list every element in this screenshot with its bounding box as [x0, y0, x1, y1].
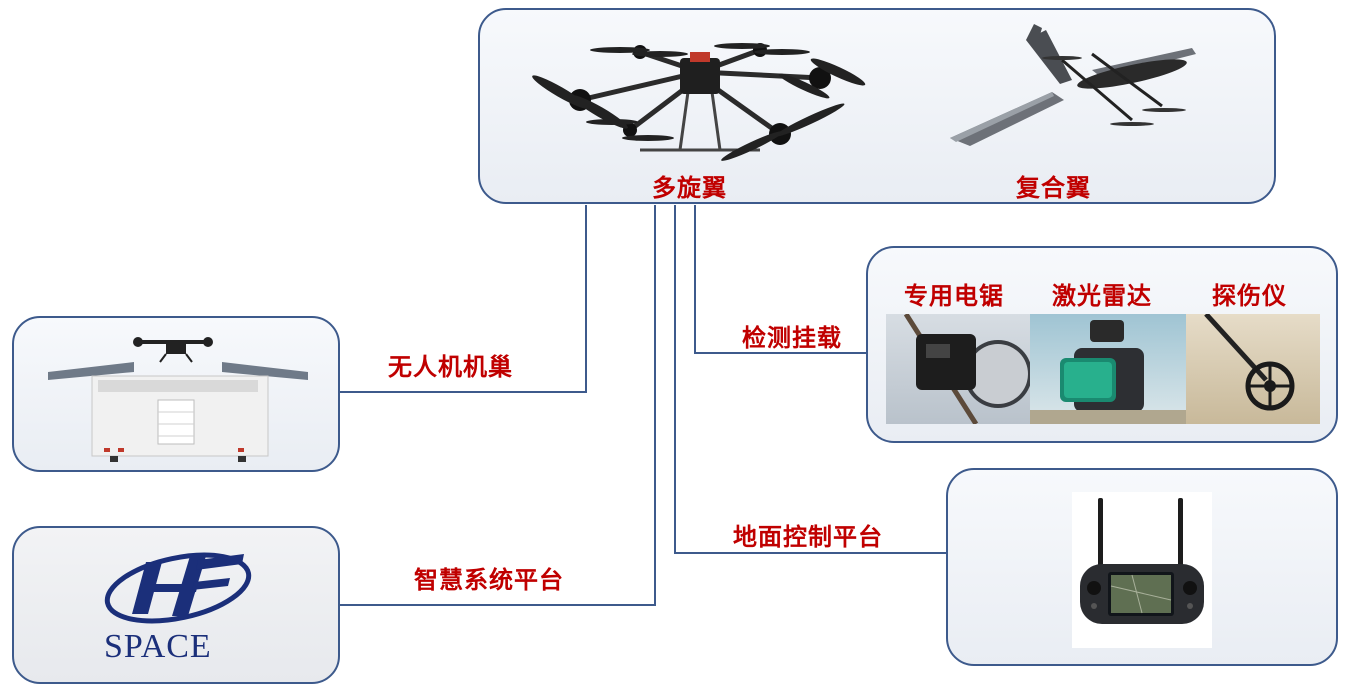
uav-box: 多旋翼 复合翼 — [478, 8, 1276, 204]
payload-title: 检测挂载 — [742, 324, 842, 352]
payload-item-flaw-detector-label: 探伤仪 — [1212, 282, 1287, 310]
payload-item-lidar-label: 激光雷达 — [1052, 282, 1152, 310]
ground-title: 地面控制平台 — [733, 523, 883, 551]
ground-controller-image — [1072, 492, 1212, 648]
line-to-platform — [340, 205, 656, 606]
hf-logo-icon — [104, 552, 252, 624]
flaw-detector-image — [1186, 314, 1320, 424]
line-to-ground — [674, 205, 946, 554]
nest-box — [12, 316, 340, 472]
saw-image — [886, 314, 1030, 424]
payload-box: 专用电锯 激光雷达 探伤仪 — [866, 246, 1338, 443]
lidar-image — [1030, 314, 1186, 424]
hybrid-wing-label: 复合翼 — [1016, 174, 1091, 202]
platform-box: SPACE — [12, 526, 340, 684]
nest-title: 无人机机巢 — [388, 353, 513, 381]
multirotor-drone-image — [532, 43, 866, 161]
drone-nest-image — [48, 337, 308, 462]
ground-box — [946, 468, 1338, 666]
multirotor-label: 多旋翼 — [652, 174, 727, 202]
line-to-payload — [694, 205, 866, 354]
line-to-nest — [340, 205, 587, 393]
logo-space-text: SPACE — [104, 628, 212, 665]
hybrid-vtol-drone-image — [950, 24, 1196, 146]
platform-title: 智慧系统平台 — [414, 566, 564, 594]
payload-item-saw-label: 专用电锯 — [904, 282, 1004, 310]
